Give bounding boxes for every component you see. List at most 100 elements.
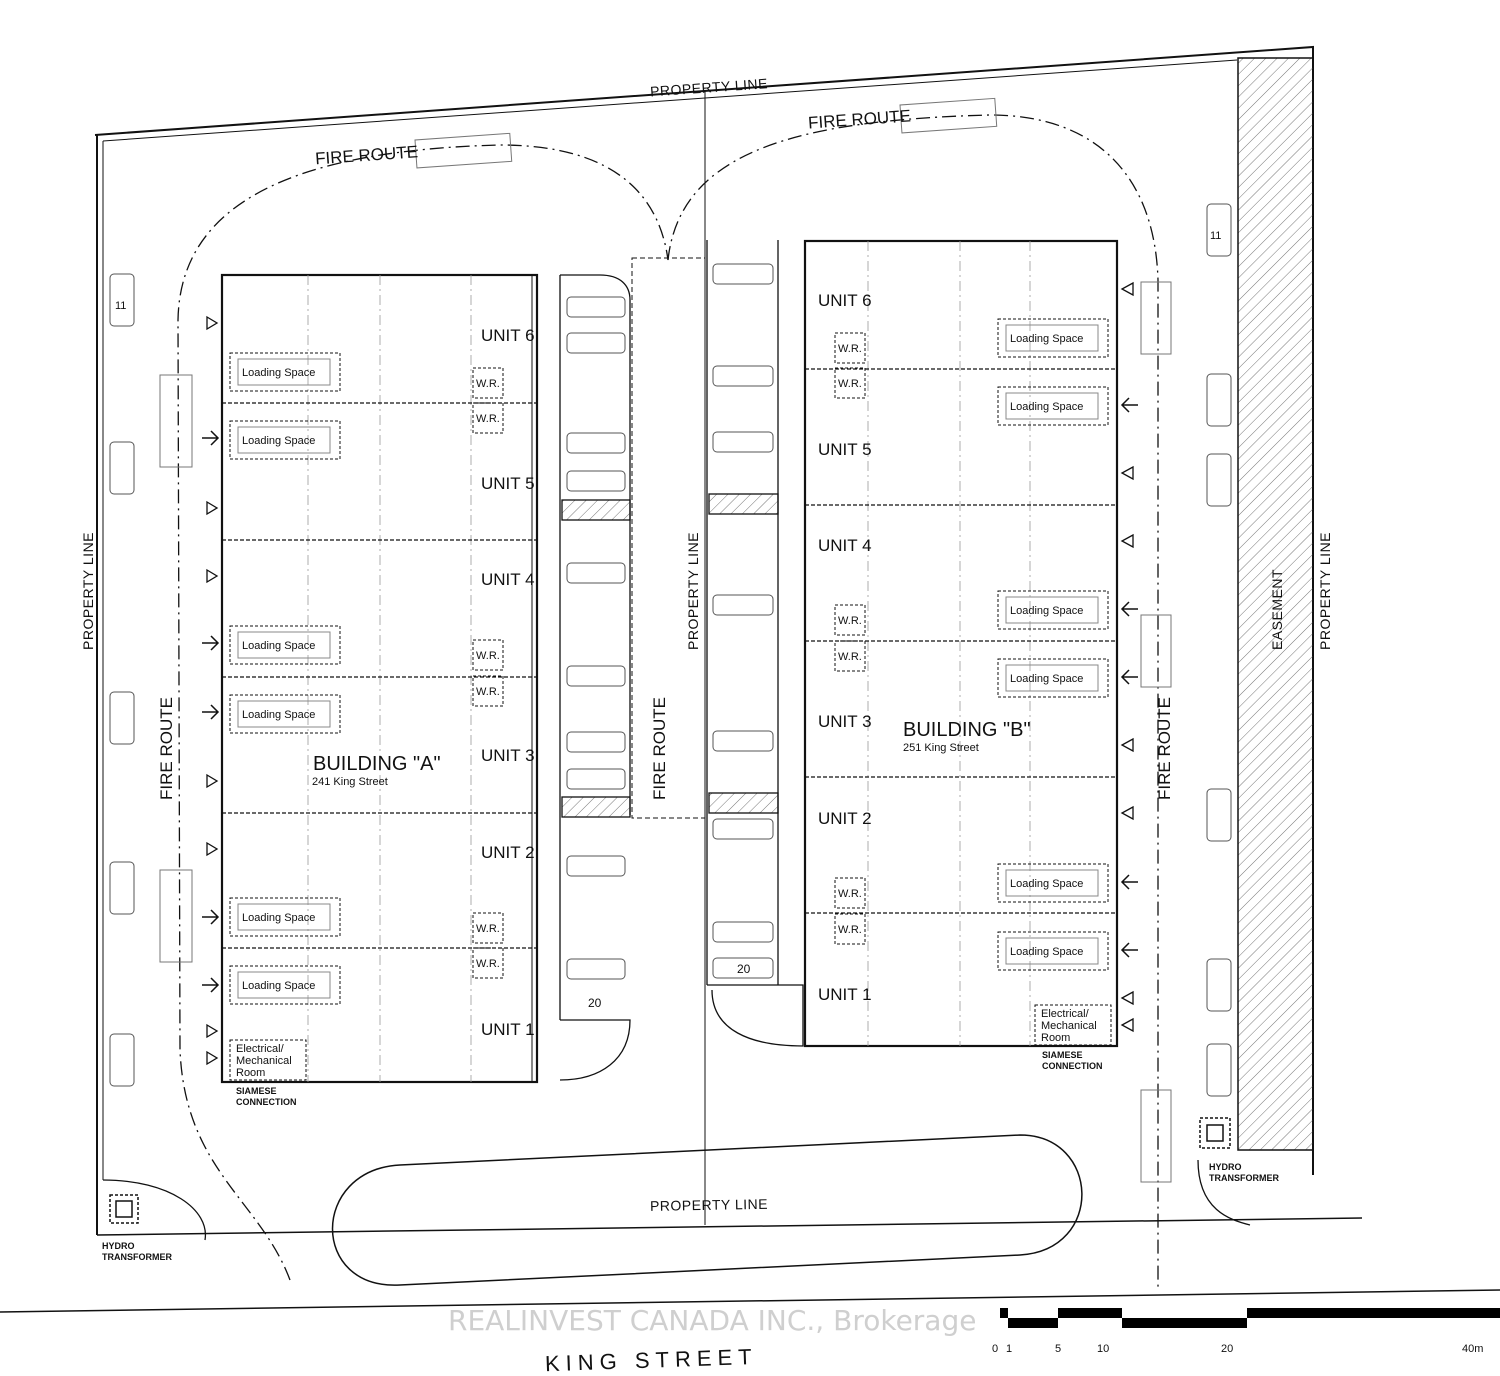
- property-line-label-top: PROPERTY LINE: [650, 75, 769, 99]
- washroom-label: W.R.: [838, 924, 862, 936]
- loading-arrow-icon: [202, 977, 220, 993]
- fire-truck-icon: [899, 97, 998, 134]
- building-b-name: BUILDING "B": [903, 719, 1031, 741]
- loading-arrow-icon: [1120, 601, 1138, 617]
- loading-space: Loading Space: [997, 318, 1109, 358]
- car-icon: [712, 431, 774, 453]
- door-marker-icon: [1120, 1017, 1134, 1033]
- washroom: W.R.: [834, 640, 866, 672]
- elec-room-label: Mechanical: [236, 1055, 292, 1067]
- loading-space: Loading Space: [997, 658, 1109, 698]
- door-marker-icon: [1120, 281, 1134, 297]
- washroom: W.R.: [834, 367, 866, 399]
- car-icon: [109, 441, 135, 495]
- car-icon: [712, 263, 774, 285]
- scale-tick: 20: [1221, 1343, 1233, 1355]
- scale-tick: 0: [992, 1343, 998, 1355]
- property-line-label-center: PROPERTY LINE: [685, 532, 701, 650]
- elec-room-label: Mechanical: [1041, 1020, 1097, 1032]
- property-line-label-left: PROPERTY LINE: [80, 532, 96, 650]
- door-marker-icon: [1120, 465, 1134, 481]
- hydro-label: HYDRO: [102, 1241, 135, 1251]
- loading-space: Loading Space: [229, 625, 341, 665]
- fire-route-label: FIRE ROUTE: [157, 697, 176, 800]
- loading-space-label: Loading Space: [1010, 946, 1083, 958]
- door-marker-icon: [1120, 737, 1134, 753]
- car-icon: [109, 273, 135, 327]
- loading-space: Loading Space: [997, 590, 1109, 630]
- building-a-name: BUILDING "A": [313, 753, 441, 775]
- washroom-label: W.R.: [838, 888, 862, 900]
- loading-arrow-icon: [202, 909, 220, 925]
- washroom: W.R.: [472, 912, 504, 944]
- hydro-label: HYDRO: [1209, 1162, 1242, 1172]
- building-b-address: 251 King Street: [903, 742, 979, 754]
- car-icon: [566, 855, 626, 877]
- loading-arrow-icon: [1120, 874, 1138, 890]
- washroom: W.R.: [472, 639, 504, 671]
- building-a-footprint: [220, 273, 539, 1084]
- washroom-label: W.R.: [476, 923, 500, 935]
- hydro-transformer-icon: [109, 1117, 1231, 1224]
- car-icon: [566, 296, 626, 318]
- car-icon: [566, 768, 626, 790]
- loading-space: Loading Space: [997, 931, 1109, 971]
- unit-label: UNIT 3: [818, 712, 872, 731]
- loading-space-label: Loading Space: [1010, 333, 1083, 345]
- fire-route-label: FIRE ROUTE: [315, 142, 419, 168]
- car-icon: [566, 731, 626, 753]
- washroom-label: W.R.: [476, 958, 500, 970]
- building-a-address: 241 King Street: [312, 776, 388, 788]
- parking-count: 20: [737, 962, 751, 976]
- loading-space: Loading Space: [229, 897, 341, 937]
- door-marker-icon: [206, 1050, 219, 1066]
- fire-truck-icon: [159, 374, 193, 468]
- door-marker-icon: [206, 500, 219, 516]
- fire-truck-icon: [1140, 614, 1172, 688]
- car-icon: [566, 958, 626, 980]
- washroom: W.R.: [834, 877, 866, 909]
- loading-space-label: Loading Space: [242, 980, 315, 992]
- loading-space: Loading Space: [997, 863, 1109, 903]
- property-line-label-right: PROPERTY LINE: [1317, 532, 1333, 650]
- loading-arrow-icon: [202, 635, 220, 651]
- car-icon: [109, 1033, 135, 1087]
- fire-truck-icon: [1140, 1089, 1172, 1183]
- car-icon: [566, 470, 626, 492]
- loading-space-label: Loading Space: [242, 367, 315, 379]
- car-icon: [109, 861, 135, 915]
- unit-label: UNIT 4: [481, 570, 535, 589]
- door-marker-icon: [1120, 533, 1134, 549]
- siamese-label: SIAMESE: [1042, 1050, 1083, 1060]
- watermark: REALINVEST CANADA INC., Brokerage: [448, 1304, 976, 1337]
- washroom: W.R.: [834, 332, 866, 364]
- car-icon: [566, 432, 626, 454]
- washroom: W.R.: [834, 604, 866, 636]
- fire-route-label: FIRE ROUTE: [1155, 697, 1174, 800]
- car-icon: [1206, 788, 1232, 842]
- fire-route-label: FIRE ROUTE: [650, 697, 669, 800]
- unit-label: UNIT 5: [818, 440, 872, 459]
- door-marker-icon: [206, 568, 219, 584]
- car-icon: [1206, 373, 1232, 427]
- unit-label: UNIT 6: [481, 326, 535, 345]
- fire-truck-icon: [159, 869, 193, 963]
- elec-room-label: Electrical/: [1041, 1008, 1090, 1020]
- loading-space-label: Loading Space: [242, 435, 315, 447]
- loading-space: Loading Space: [229, 965, 341, 1005]
- car-icon: [1206, 453, 1232, 507]
- unit-label: UNIT 6: [818, 291, 872, 310]
- parking-count: 11: [115, 300, 126, 312]
- washroom-label: W.R.: [838, 343, 862, 355]
- property-line-label-bottom: PROPERTY LINE: [650, 1196, 768, 1214]
- washroom: W.R.: [472, 675, 504, 707]
- hydro-label: TRANSFORMER: [102, 1252, 172, 1262]
- car-icon: [1206, 203, 1232, 257]
- washroom: W.R.: [472, 402, 504, 434]
- siamese-label: CONNECTION: [236, 1097, 297, 1107]
- easement-area: [1237, 57, 1314, 1151]
- fire-truck-icon: [414, 132, 513, 169]
- siamese-label: CONNECTION: [1042, 1061, 1103, 1071]
- loading-space-label: Loading Space: [242, 912, 315, 924]
- scale-tick: 40m: [1462, 1343, 1483, 1355]
